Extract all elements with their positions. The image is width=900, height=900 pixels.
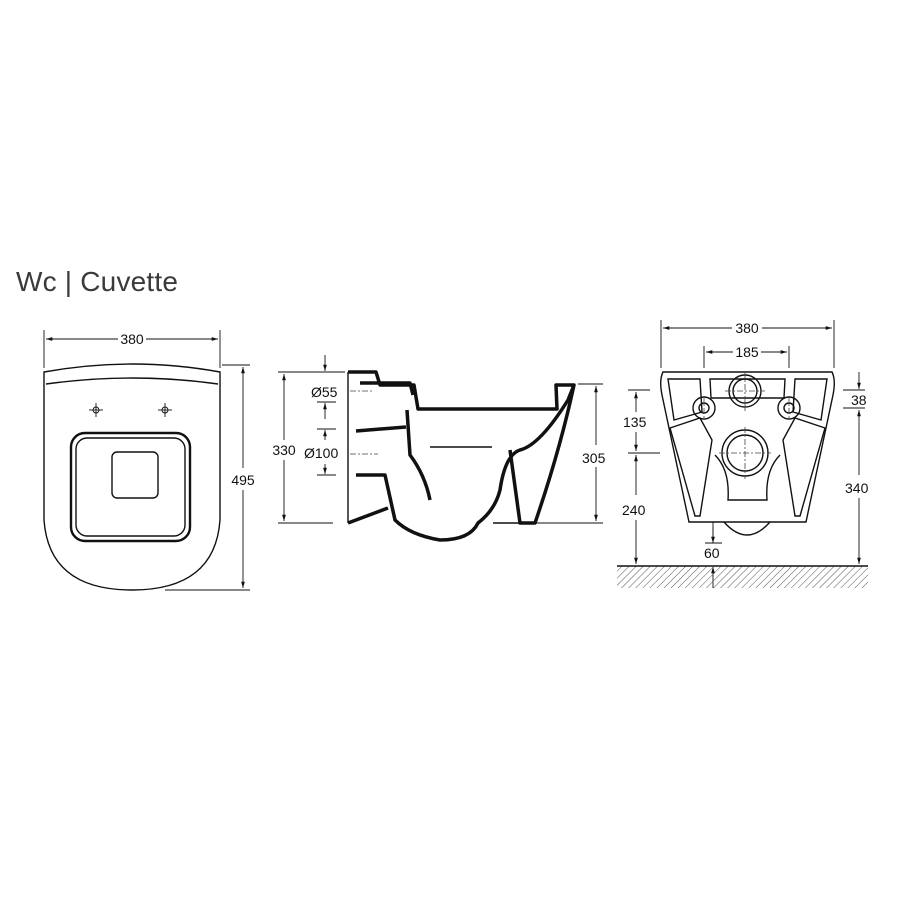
dim-inlet-diameter: Ø55	[311, 384, 338, 400]
dim-length: 495	[231, 472, 255, 488]
dim-inlet-to-outlet: 135	[623, 414, 647, 430]
dim-inlet-to-bolts: 38	[851, 392, 867, 408]
seat-opening	[69, 431, 192, 543]
bolt-hole-icon	[89, 403, 103, 417]
drawing-title: Wc | Cuvette	[16, 266, 179, 297]
floor-hatch	[617, 566, 868, 588]
rear-view: 380 185 135 240 38 340 60	[617, 320, 869, 588]
rear-outline	[660, 371, 835, 523]
drain-square	[111, 451, 159, 499]
dim-bolt-spacing: 185	[735, 344, 759, 360]
dim-overall-height: 330	[272, 442, 296, 458]
bolt-hole-icon	[158, 403, 172, 417]
bowl-section	[348, 370, 576, 542]
dim-bolt-height: 340	[845, 480, 869, 496]
dim-outlet-height: 240	[622, 502, 646, 518]
top-view: 380 495	[43, 330, 255, 591]
dim-width: 380	[120, 331, 144, 347]
dim-rear-width: 380	[735, 320, 759, 336]
dim-bottom-clearance: 60	[704, 545, 720, 561]
bowl-outline	[43, 363, 221, 591]
side-section-view: 330 Ø55 Ø100 305	[272, 355, 606, 542]
dim-rim-height: 305	[582, 450, 606, 466]
dim-outlet-diameter: Ø100	[304, 445, 338, 461]
